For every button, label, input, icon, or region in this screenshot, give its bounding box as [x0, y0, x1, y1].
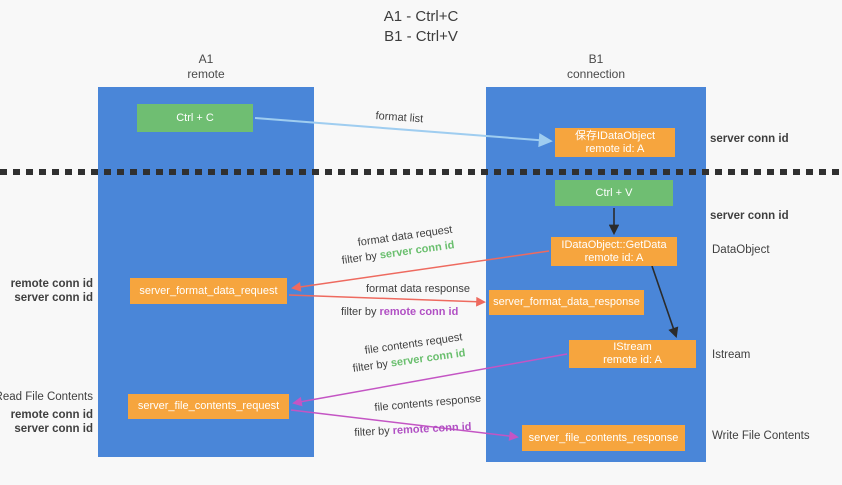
annotation-server-conn-id-left-2: server conn id: [14, 423, 93, 435]
annotation-server-conn-id-right-2: server conn id: [710, 210, 789, 222]
annotation-remote-conn-id-left-1: remote conn id: [10, 278, 93, 290]
session-divider-dotted-line: [0, 169, 842, 175]
title-line-2: B1 - Ctrl+V: [384, 28, 458, 45]
node-save-idataobject: 保存IDataObject remote id: A: [555, 128, 675, 157]
lane-a1-subtitle: remote: [187, 67, 225, 81]
node-idataobject-getdata-line2: remote id: A: [584, 251, 644, 264]
filter-by-prefix: filter by: [341, 250, 378, 267]
node-istream-line1: IStream: [613, 341, 652, 353]
node-server-file-contents-request-label: server_file_contents_request: [137, 400, 280, 412]
title-line-1: A1 - Ctrl+C: [383, 8, 459, 25]
node-ctrl-v: Ctrl + V: [555, 180, 673, 206]
lane-header-a1: A1 remote: [98, 52, 314, 82]
node-ctrl-c: Ctrl + C: [137, 104, 253, 132]
annotation-remote-conn-id-left-2: remote conn id: [10, 409, 93, 421]
lane-a1-name: A1: [198, 52, 214, 66]
node-server-format-data-request: server_format_data_request: [130, 278, 287, 304]
node-idataobject-getdata: IDataObject::GetData remote id: A: [551, 237, 677, 266]
edge-label-format-list: format list: [375, 110, 424, 126]
annotation-istream: Istream: [712, 349, 751, 361]
annotation-dataobject: DataObject: [712, 244, 770, 256]
filter-by-prefix: filter by: [354, 425, 391, 439]
diagram-title: A1 - Ctrl+C B1 - Ctrl+V: [0, 7, 842, 47]
node-server-file-contents-response-label: server_file_contents_response: [528, 431, 679, 444]
node-server-file-contents-response: server_file_contents_response: [522, 425, 685, 451]
remote-conn-id-highlight: remote conn id: [392, 420, 472, 437]
node-ctrl-v-label: Ctrl + V: [595, 186, 633, 199]
lane-header-b1: B1 connection: [486, 52, 706, 82]
node-istream: IStream remote id: A: [569, 340, 696, 368]
edge-label-file-contents-response: file contents response: [374, 392, 482, 414]
annotation-read-file-contents: Read File Contents: [0, 391, 93, 403]
node-server-format-data-response: server_format_data_response: [489, 290, 644, 315]
node-save-idataobject-line2: remote id: A: [585, 142, 645, 155]
arrow-format-data-response: [288, 294, 486, 307]
annotation-server-conn-id-left-1: server conn id: [14, 292, 93, 304]
annotation-write-file-contents: Write File Contents: [712, 430, 810, 442]
edge-label-format-data-response: format data response: [366, 283, 470, 295]
node-ctrl-c-label: Ctrl + C: [176, 111, 214, 124]
remote-conn-id-highlight: remote conn id: [379, 306, 459, 318]
node-server-file-contents-request: server_file_contents_request: [128, 394, 289, 419]
filter-by-prefix: filter by: [352, 358, 389, 375]
lane-b1-name: B1: [588, 52, 604, 66]
node-save-idataobject-line1: 保存IDataObject: [574, 129, 656, 142]
node-idataobject-getdata-line1: IDataObject::GetData: [561, 238, 667, 251]
node-server-format-data-response-label: server_format_data_response: [493, 296, 640, 308]
node-server-format-data-request-label: server_format_data_request: [139, 284, 278, 297]
filter-by-prefix: filter by: [341, 306, 377, 318]
annotation-server-conn-id-right-1: server conn id: [710, 133, 789, 145]
node-istream-line2: remote id: A: [603, 354, 662, 366]
lane-b1-subtitle: connection: [566, 67, 626, 81]
